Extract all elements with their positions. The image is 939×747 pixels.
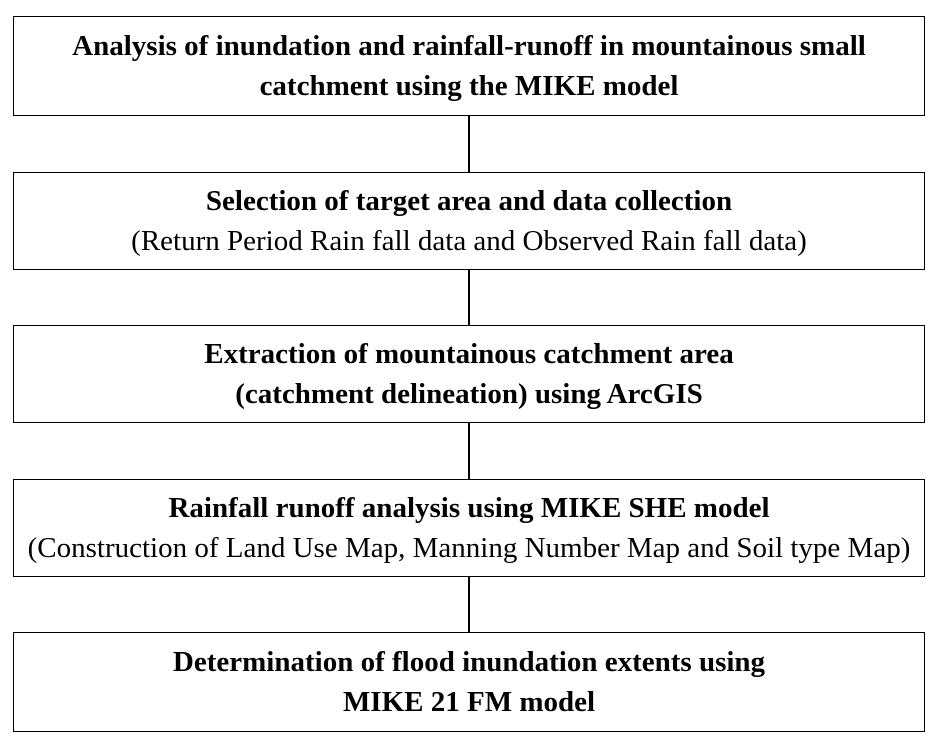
step-4-title: Rainfall runoff analysis using MIKE SHE … <box>168 492 770 524</box>
flow-step-5: Determination of flood inundation extent… <box>13 632 925 732</box>
connector-2-3 <box>468 270 470 325</box>
step-2-title: Selection of target area and data collec… <box>205 185 733 217</box>
flow-step-4: Rainfall runoff analysis using MIKE SHE … <box>13 479 925 577</box>
step-5-title-line-2: MIKE 21 FM model <box>342 686 596 718</box>
step-1-title-line-2: catchment using the MIKE model <box>259 70 679 102</box>
step-4-detail: (Construction of Land Use Map, Manning N… <box>27 532 911 564</box>
step-2-detail: (Return Period Rain fall data and Observ… <box>131 225 807 257</box>
flow-step-1: Analysis of inundation and rainfall-runo… <box>13 16 925 116</box>
flow-step-3: Extraction of mountainous catchment area… <box>13 325 925 423</box>
connector-1-2 <box>468 116 470 172</box>
step-5-title-line-1: Determination of flood inundation extent… <box>172 646 766 678</box>
connector-3-4 <box>468 423 470 479</box>
flow-step-2: Selection of target area and data collec… <box>13 172 925 270</box>
step-3-title-line-1: Extraction of mountainous catchment area <box>204 338 734 370</box>
step-3-title-line-2: (catchment delineation) using ArcGIS <box>235 378 703 410</box>
step-1-title-line-1: Analysis of inundation and rainfall-runo… <box>72 30 866 62</box>
connector-4-5 <box>468 577 470 632</box>
